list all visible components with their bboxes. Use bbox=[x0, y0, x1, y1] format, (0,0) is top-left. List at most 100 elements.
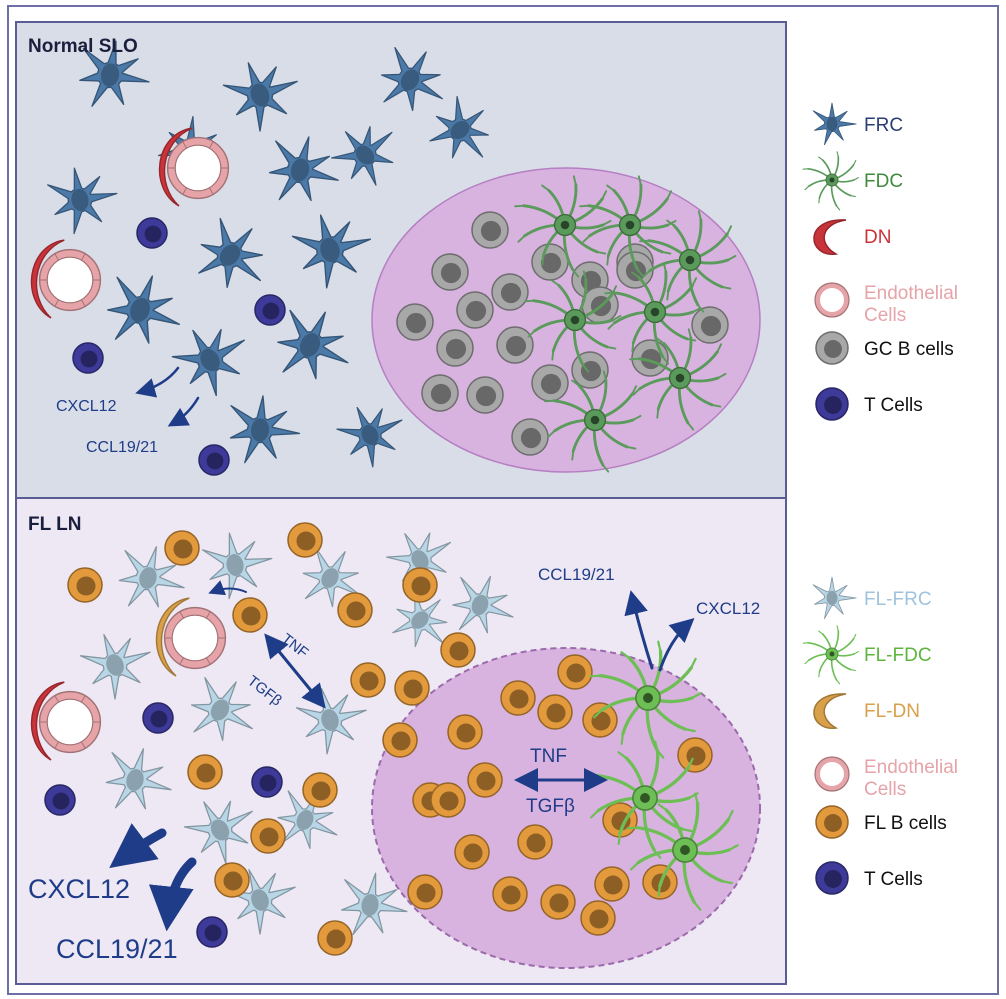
fdc-cell bbox=[629, 328, 727, 431]
t-cell bbox=[251, 766, 283, 798]
fl-b-cell bbox=[67, 567, 103, 603]
legend-label-t_cell: T Cells bbox=[864, 869, 923, 890]
fl-b-cell bbox=[337, 592, 373, 628]
fl-frc-cell bbox=[302, 546, 362, 608]
legend-icon-endothelial bbox=[814, 756, 850, 792]
fl-b-cell bbox=[580, 900, 616, 936]
fl-b-cell bbox=[557, 654, 593, 690]
fl-b-cell bbox=[164, 530, 200, 566]
frc-cell bbox=[330, 126, 394, 186]
t-cell bbox=[136, 217, 168, 249]
frc-cell bbox=[222, 62, 298, 132]
label-cxcl12-normal: CXCL12 bbox=[56, 398, 117, 415]
legend-icon-frc bbox=[812, 102, 857, 146]
arrow-ccl19-21-normal bbox=[167, 396, 200, 427]
blood-vessel bbox=[158, 127, 230, 207]
gc-b-cell bbox=[496, 326, 534, 364]
frc-cell bbox=[198, 217, 264, 288]
fl-b-cell bbox=[500, 680, 536, 716]
t-cell bbox=[44, 784, 76, 816]
fl-b-cell bbox=[454, 834, 490, 870]
t-cell bbox=[72, 342, 104, 374]
fl-frc-cell bbox=[79, 634, 151, 700]
arrow-fl-dn-curve bbox=[208, 580, 247, 596]
arrow-cxcl12-normal bbox=[135, 366, 180, 398]
legend-icon-fl_fdc bbox=[802, 625, 859, 685]
legend-label-t_cell: T Cells bbox=[864, 395, 923, 416]
label-tnf-gc: TNF bbox=[530, 746, 567, 767]
fl-b-cell bbox=[407, 874, 443, 910]
fl-frc-cell bbox=[183, 800, 254, 865]
t-cell bbox=[198, 444, 230, 476]
legend-label-gc_b: GC B cells bbox=[864, 339, 954, 360]
fdc-cell bbox=[604, 262, 702, 365]
fl-b-cell bbox=[540, 884, 576, 920]
frc-cell bbox=[336, 406, 403, 468]
fl-frc-cell bbox=[277, 790, 338, 849]
legend-icon-fl_frc bbox=[812, 576, 857, 620]
legend-icon-fl_b bbox=[815, 805, 849, 839]
fl-b-cell bbox=[232, 597, 268, 633]
label-ccl19-21-normal: CCL19/21 bbox=[86, 439, 158, 456]
legend-label-fl_fdc: FL-FDC bbox=[864, 645, 932, 666]
legend-label-fl_dn: FL-DN bbox=[864, 701, 920, 722]
blood-vessel bbox=[30, 681, 102, 761]
fl-b-cell bbox=[402, 567, 438, 603]
gc-b-cell bbox=[691, 306, 729, 344]
legend-icon-endothelial bbox=[814, 282, 850, 318]
fl-b-cell bbox=[187, 754, 223, 790]
fdc-cell bbox=[524, 270, 622, 373]
fdc-cell bbox=[639, 210, 737, 313]
fl-b-cell bbox=[430, 782, 466, 818]
legend-icon-fl_dn bbox=[813, 693, 847, 729]
label-ccl19-21-fl-big: CCL19/21 bbox=[56, 934, 178, 964]
fl-frc-cell bbox=[385, 532, 452, 593]
gc-b-cell bbox=[571, 351, 609, 389]
arrow-ccl19-21-fl-big bbox=[148, 857, 197, 932]
legend-label-fl_b: FL B cells bbox=[864, 813, 947, 834]
fl-b-cell bbox=[492, 876, 528, 912]
frc-cell bbox=[47, 167, 118, 235]
fl-frc-cell bbox=[105, 748, 172, 810]
gc-b-cell bbox=[436, 329, 474, 367]
fl-b-cell bbox=[250, 818, 286, 854]
fl-b-cell bbox=[302, 772, 338, 808]
frc-cell bbox=[107, 275, 180, 344]
fl-frc-cell bbox=[392, 588, 448, 648]
gc-b-cell bbox=[431, 253, 469, 291]
arrow-cxcl12-fl bbox=[658, 617, 695, 672]
legend-label-fdc: FDC bbox=[864, 171, 903, 192]
frc-cell bbox=[171, 328, 245, 397]
arrow-tnf-tgfb-left bbox=[264, 633, 326, 709]
label-cxcl12-fl-top: CXCL12 bbox=[696, 599, 760, 618]
fl-frc-cell bbox=[295, 688, 367, 755]
fl-b-cell bbox=[287, 522, 323, 558]
panel-title-fl-ln: FL LN bbox=[28, 514, 81, 535]
t-cell bbox=[196, 916, 228, 948]
blood-vessel bbox=[30, 239, 102, 319]
gc-b-cell bbox=[531, 243, 569, 281]
gc-b-cell bbox=[466, 376, 504, 414]
fl-frc-cell bbox=[190, 677, 254, 742]
legend-icon-t_cell bbox=[815, 387, 849, 421]
frc-cell bbox=[380, 47, 444, 112]
gc-b-cell bbox=[421, 374, 459, 412]
legend-icon-gc_b bbox=[815, 331, 849, 365]
gc-b-cell bbox=[491, 273, 529, 311]
gc-b-cell bbox=[616, 251, 654, 289]
t-cell bbox=[142, 702, 174, 734]
gc-b-cell bbox=[396, 303, 434, 341]
fl-b-cell bbox=[317, 920, 353, 956]
fl-blood-vessel bbox=[155, 597, 227, 677]
fl-frc-cell bbox=[452, 575, 514, 634]
label-cxcl12-fl-big: CXCL12 bbox=[28, 874, 130, 904]
frc-cell bbox=[79, 40, 150, 107]
frc-cell bbox=[277, 309, 349, 380]
fl-fdc-cell bbox=[589, 640, 702, 759]
fl-frc-cell bbox=[224, 869, 296, 935]
arrow-cxcl12-fl-big bbox=[109, 823, 167, 869]
